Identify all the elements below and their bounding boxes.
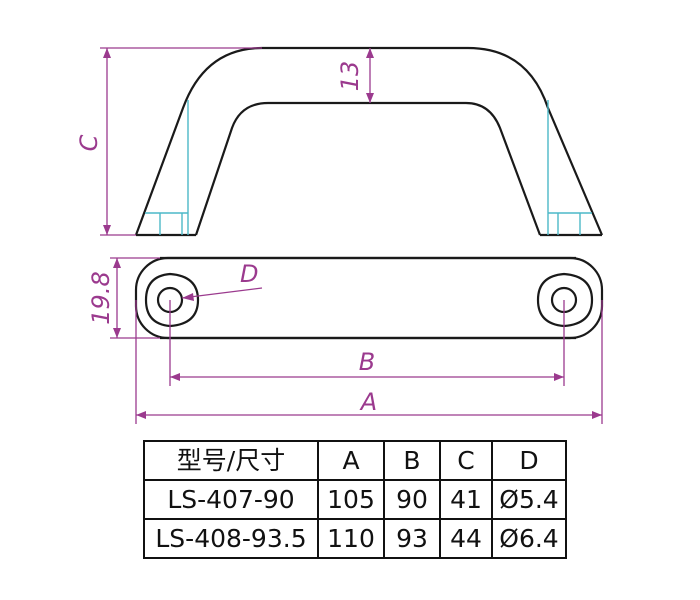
dimension-arrows (103, 48, 602, 419)
header-d: D (491, 440, 567, 481)
header-model: 型号/尺寸 (143, 440, 319, 481)
cell-d: Ø5.4 (491, 479, 567, 520)
cell-model: LS-407-90 (143, 479, 319, 520)
cell-b: 90 (383, 479, 441, 520)
dimension-lines (100, 47, 603, 424)
cell-a: 105 (317, 479, 385, 520)
table-row: LS-407-90 105 90 41 Ø5.4 (143, 479, 567, 520)
side-view-outline (134, 46, 604, 237)
center-distance-label-b: B (359, 348, 375, 376)
width-label: 19.8 (87, 271, 115, 324)
header-b: B (383, 440, 441, 481)
cell-d: Ø6.4 (491, 518, 567, 559)
cell-model: LS-408-93.5 (143, 518, 319, 559)
hole-diameter-label-d: D (240, 260, 258, 288)
thickness-label: 13 (336, 61, 364, 92)
height-label-c: C (75, 134, 103, 151)
cell-c: 41 (439, 479, 493, 520)
cell-c: 44 (439, 518, 493, 559)
handle-technical-drawing: 13 C 19.8 D B A (75, 46, 604, 424)
header-a: A (317, 440, 385, 481)
top-view-outline (134, 256, 604, 340)
spec-table: 型号/尺寸 A B C D LS-407-90 105 90 41 Ø5.4 L… (143, 440, 567, 559)
overall-length-label-a: A (359, 388, 377, 416)
cell-a: 110 (317, 518, 385, 559)
table-row: LS-408-93.5 110 93 44 Ø6.4 (143, 518, 567, 559)
cell-b: 93 (383, 518, 441, 559)
header-c: C (439, 440, 493, 481)
table-header-row: 型号/尺寸 A B C D (143, 440, 567, 481)
side-view-hidden-lines (145, 100, 592, 235)
